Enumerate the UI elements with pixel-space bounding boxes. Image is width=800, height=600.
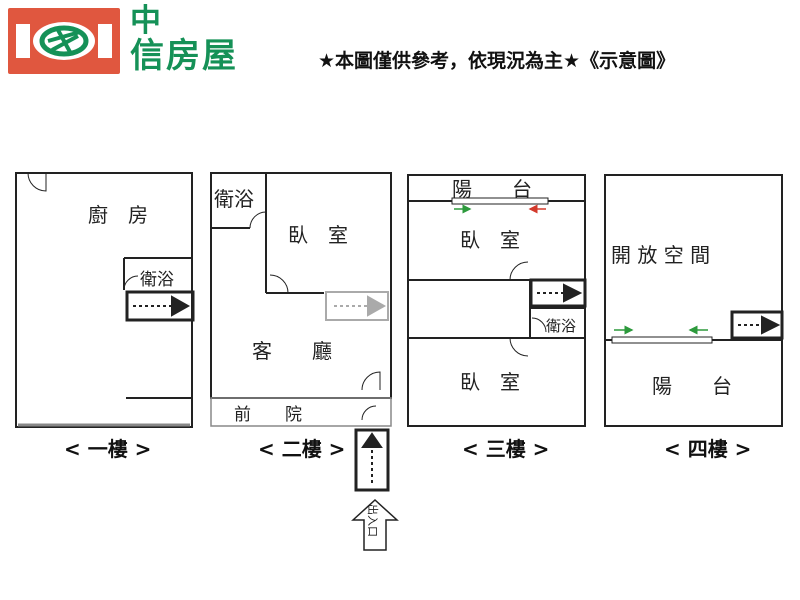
room-kitchen-f1: 廚 房	[88, 203, 148, 227]
brand-logo-icon	[8, 8, 120, 74]
room-bedroom-f2: 臥 室	[288, 223, 348, 247]
floor-label-4: < 四樓 >	[664, 437, 751, 461]
room-open-space-f4: 開 放 空 間	[611, 243, 710, 267]
stair-icon	[529, 278, 587, 308]
entrance-arrow-icon	[351, 498, 399, 551]
stair-icon	[125, 290, 195, 322]
brand-logo: 中 信房屋	[8, 6, 270, 78]
room-bath-f2: 衛浴	[214, 187, 254, 211]
room-balcony-f4: 陽 台	[652, 374, 732, 398]
room-bedroom-f3-a: 臥 室	[460, 228, 520, 252]
brand-name: 中 信房屋	[130, 3, 280, 76]
floor-4-plan	[604, 174, 784, 427]
brand-line-1: 中	[130, 3, 161, 39]
brand-line-2: 信房屋	[130, 36, 238, 76]
floor-3-plan	[407, 174, 587, 427]
entrance-label: 出入口	[366, 504, 380, 537]
floor-label-1: < 一樓 >	[64, 437, 151, 461]
room-living-f2: 客 廳	[252, 339, 332, 363]
floor-label-2: < 二樓 >	[258, 437, 345, 461]
stair-icon	[325, 291, 389, 321]
room-balcony-f3: 陽 台	[452, 177, 532, 201]
room-front-yard-f2: 前 院	[234, 405, 302, 425]
floor-2-plan	[210, 172, 399, 551]
floor-label-3: < 三樓 >	[462, 437, 549, 461]
disclaimer-notice: ★本圖僅供參考，依現況為主★《示意圖》	[318, 50, 676, 72]
room-bedroom-f3-b: 臥 室	[460, 370, 520, 394]
room-bath-f1: 衛浴	[140, 270, 174, 290]
stair-icon	[730, 310, 784, 340]
floor-1-plan	[15, 172, 195, 428]
room-bath-f3: 衛浴	[546, 317, 576, 335]
stair-icon	[354, 428, 390, 492]
